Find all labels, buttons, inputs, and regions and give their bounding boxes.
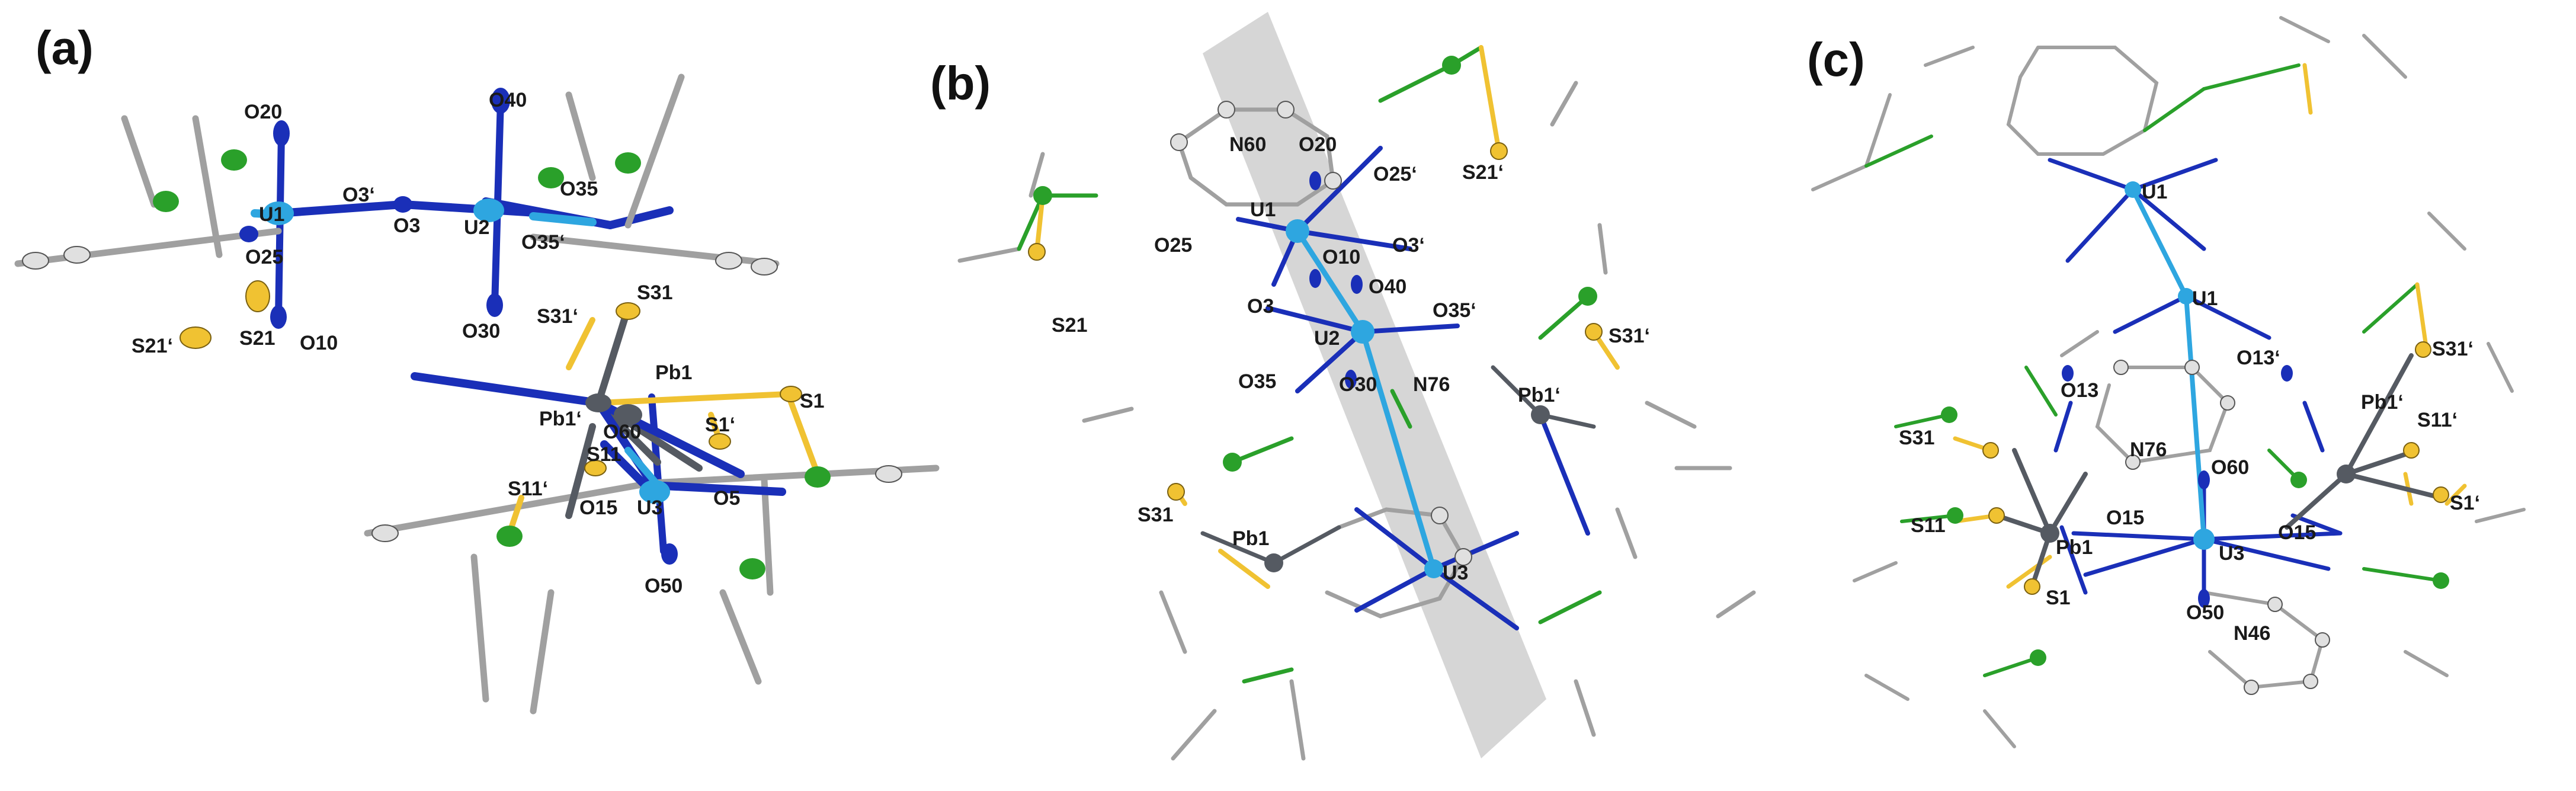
label-a-S11p: S11‘ bbox=[508, 478, 548, 500]
label-b-S21: S21 bbox=[1052, 314, 1088, 337]
label-b-O25p: O25‘ bbox=[1373, 163, 1417, 185]
label-a-O30: O30 bbox=[462, 320, 500, 342]
label-b-Pb1p: Pb1‘ bbox=[1518, 384, 1561, 406]
label-a-Pb1p: Pb1‘ bbox=[539, 408, 582, 430]
label-b-S31p: S31‘ bbox=[1609, 325, 1650, 347]
label-c-S11p: S11‘ bbox=[2417, 409, 2458, 431]
label-b-S21p: S21‘ bbox=[1462, 161, 1504, 184]
label-b-O35p: O35‘ bbox=[1433, 299, 1476, 322]
label-a-O40: O40 bbox=[489, 89, 527, 111]
label-c-S31p: S31‘ bbox=[2432, 338, 2474, 360]
label-b-O25: O25 bbox=[1154, 234, 1192, 257]
label-a-Pb1: Pb1 bbox=[655, 361, 692, 384]
label-b-O40: O40 bbox=[1369, 276, 1406, 298]
label-a-O20: O20 bbox=[244, 101, 282, 123]
label-c-U1-top: U1 bbox=[2142, 181, 2167, 203]
panel-b-atoms bbox=[1028, 56, 1603, 578]
label-c-O50: O50 bbox=[2186, 601, 2224, 624]
panel-c: (c) bbox=[1807, 16, 2526, 748]
label-a-O35: O35 bbox=[560, 178, 598, 200]
label-a-S31p: S31‘ bbox=[537, 305, 578, 328]
label-c-N76: N76 bbox=[2130, 438, 2167, 461]
panel-c-letter: (c) bbox=[1807, 33, 1865, 86]
label-c-S1p: S1‘ bbox=[2450, 492, 2480, 514]
panel-a: (a) bbox=[14, 21, 940, 715]
label-a-U1: U1 bbox=[259, 203, 284, 226]
label-b-U1: U1 bbox=[1250, 198, 1276, 221]
label-a-S21p: S21‘ bbox=[132, 335, 173, 357]
panel-b-atom-labels: N60 O20 O25‘ S21‘ U1 O25 O10 O3‘ O3 O40 … bbox=[1052, 133, 1650, 584]
label-c-S1: S1 bbox=[2046, 587, 2071, 609]
label-c-O60: O60 bbox=[2211, 456, 2249, 479]
label-c-U3: U3 bbox=[2219, 542, 2244, 565]
label-b-O3: O3 bbox=[1247, 295, 1274, 318]
label-c-Pb1p: Pb1‘ bbox=[2361, 391, 2404, 414]
panel-a-letter: (a) bbox=[36, 21, 94, 74]
panel-a-bonds bbox=[14, 73, 940, 715]
panel-c-atoms bbox=[1941, 181, 2449, 695]
label-a-S21: S21 bbox=[239, 327, 275, 350]
label-b-S31: S31 bbox=[1138, 504, 1174, 526]
label-c-N46: N46 bbox=[2234, 622, 2270, 645]
label-a-O15: O15 bbox=[579, 497, 617, 519]
label-a-O35p: O35‘ bbox=[521, 231, 565, 254]
panel-b: (b) bbox=[930, 12, 1756, 761]
label-a-S31: S31 bbox=[637, 281, 673, 304]
label-b-O20: O20 bbox=[1299, 133, 1337, 156]
label-b-U2: U2 bbox=[1314, 327, 1340, 350]
label-b-O3p: O3‘ bbox=[1392, 234, 1425, 257]
label-a-S11: S11 bbox=[587, 443, 621, 466]
label-c-Pb1: Pb1 bbox=[2056, 536, 2093, 559]
panel-b-letter: (b) bbox=[930, 57, 991, 110]
label-c-O13: O13 bbox=[2061, 379, 2098, 402]
label-a-O5: O5 bbox=[713, 487, 740, 510]
label-a-U2: U2 bbox=[464, 216, 489, 239]
panel-b-highlight-band bbox=[1203, 12, 1546, 758]
label-a-O3p: O3‘ bbox=[342, 184, 375, 206]
label-b-U3: U3 bbox=[1443, 562, 1468, 584]
panel-c-atom-labels: U1 U1 O13‘ S31‘ O13 Pb1‘ S11‘ S31 N76 O6… bbox=[1899, 181, 2480, 645]
label-a-U3: U3 bbox=[637, 497, 662, 519]
label-a-O10: O10 bbox=[300, 332, 338, 354]
label-c-U1: U1 bbox=[2192, 287, 2218, 310]
label-a-O3: O3 bbox=[393, 214, 420, 237]
label-c-O15: O15 bbox=[2106, 507, 2144, 529]
label-b-O10: O10 bbox=[1322, 246, 1360, 268]
label-b-Pb1: Pb1 bbox=[1232, 527, 1269, 550]
label-b-N60: N60 bbox=[1229, 133, 1266, 156]
panel-a-atom-labels: O20 U1 O3‘ O3 O25 O40 U2 O35 O35‘ S21‘ S… bbox=[132, 89, 825, 597]
label-a-O50: O50 bbox=[645, 575, 683, 597]
label-a-S1: S1 bbox=[800, 390, 825, 412]
label-c-O15r: O15 bbox=[2278, 521, 2316, 544]
panel-a-atoms bbox=[22, 88, 902, 579]
label-c-S11: S11 bbox=[1911, 514, 1946, 537]
label-a-O60: O60 bbox=[603, 421, 641, 443]
label-b-O30: O30 bbox=[1339, 373, 1377, 396]
label-b-N76: N76 bbox=[1413, 373, 1450, 396]
label-c-S31: S31 bbox=[1899, 427, 1935, 449]
label-a-S1p: S1‘ bbox=[705, 414, 735, 436]
label-a-O25: O25 bbox=[245, 246, 283, 268]
label-c-O13p: O13‘ bbox=[2237, 347, 2280, 369]
label-b-O35: O35 bbox=[1238, 370, 1276, 393]
panel-c-bonds bbox=[1811, 16, 2526, 748]
